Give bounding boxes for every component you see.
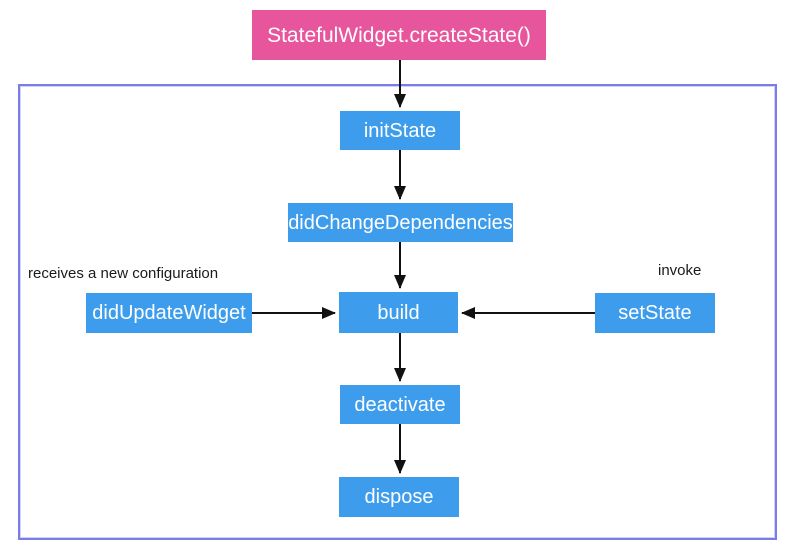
state-scope-frame bbox=[18, 84, 777, 540]
node-setstate: setState bbox=[595, 293, 715, 333]
node-dispose: dispose bbox=[339, 477, 459, 517]
node-deactivate: deactivate bbox=[340, 385, 460, 424]
node-build: build bbox=[339, 292, 458, 333]
node-createstate-title: StatefulWidget.createState() bbox=[252, 10, 546, 60]
node-didchangedependencies: didChangeDependencies bbox=[288, 203, 513, 242]
annotation-receives-new-configuration: receives a new configuration bbox=[28, 265, 219, 282]
node-initstate: initState bbox=[340, 111, 460, 150]
annotation-invoke: invoke bbox=[658, 262, 702, 279]
node-didupdatewidget: didUpdateWidget bbox=[86, 293, 252, 333]
